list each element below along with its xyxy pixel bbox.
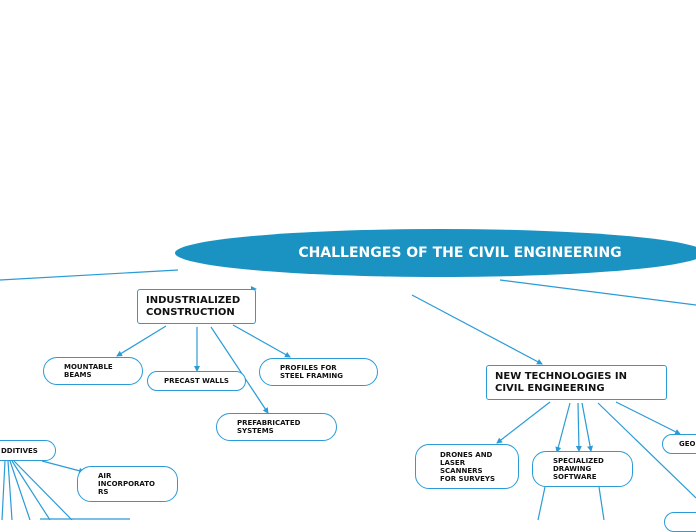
connector-right-offscreen	[499, 279, 696, 306]
connector-additives-down-1	[1, 460, 6, 520]
node-label-line: DRONES AND	[440, 450, 493, 459]
prefabricated-systems-node[interactable]: PREFABRICATED SYSTEMS	[216, 413, 337, 441]
air-incorporators-node[interactable]: AIR INCORPORATO RS	[77, 466, 178, 502]
connector-layer	[0, 269, 696, 520]
precast-walls-node[interactable]: PRECAST WALLS	[147, 371, 246, 391]
drones-laser-scanners-node[interactable]: DRONES AND LASER SCANNERS FOR SURVEYS	[415, 444, 519, 489]
node-label-line: MOUNTABLE	[64, 363, 113, 371]
connector-ind-profiles	[232, 324, 291, 358]
connector-additives-down-4	[11, 460, 51, 520]
node-label-line: PROFILES FOR	[280, 364, 337, 372]
geo-node[interactable]: GEO	[662, 434, 696, 454]
node-label-line: CONSTRUCTION	[146, 306, 235, 318]
connector-additives-air	[41, 460, 85, 474]
connector-tech-software-1	[555, 402, 571, 453]
node-label-line: NEW TECHNOLOGIES IN	[495, 370, 627, 382]
node-label-line: INCORPORATO	[98, 480, 156, 488]
node-label-line: GEO	[679, 440, 696, 448]
offscreen-node-bottom-right[interactable]	[664, 512, 696, 532]
node-label-line: FOR SURVEYS	[440, 474, 495, 483]
node-label-line: SPECIALIZED	[553, 457, 604, 465]
node-label-line: BEAMS	[64, 371, 92, 379]
connector-ind-prefab	[210, 326, 269, 414]
profiles-steel-framing-node[interactable]: PROFILES FOR STEEL FRAMING	[259, 358, 378, 386]
node-label-line: LASER	[440, 458, 466, 467]
connector-software-down-1	[537, 486, 546, 520]
mountable-beams-node[interactable]: MOUNTABLE BEAMS	[43, 357, 143, 385]
node-label-line: CIVIL ENGINEERING	[495, 382, 605, 394]
node-label-line: DDITIVES	[1, 446, 38, 455]
connector-central-newtech	[411, 294, 543, 365]
central-topic-label: CHALLENGES OF THE CIVIL ENGINEERING	[298, 245, 622, 261]
node-label-line: SYSTEMS	[237, 427, 274, 435]
node-label-line: SOFTWARE	[553, 473, 597, 481]
node-label-line: AIR	[98, 472, 112, 480]
connector-tech-drones	[496, 401, 551, 444]
node-label-line: INDUSTRIALIZED	[146, 294, 241, 306]
node-label-line: RS	[98, 488, 109, 496]
node-label-line: PREFABRICATED	[237, 419, 301, 427]
connector-left-offscreen	[0, 269, 179, 281]
connector-additives-down-2	[7, 460, 13, 520]
connector-tech-software-3	[581, 402, 594, 452]
node-label-line: SCANNERS	[440, 466, 483, 475]
connector-tech-software-2	[575, 402, 582, 452]
central-topic[interactable]: CHALLENGES OF THE CIVIL ENGINEERING	[175, 229, 696, 277]
new-technologies-node[interactable]: NEW TECHNOLOGIES IN CIVIL ENGINEERING	[486, 365, 667, 400]
additives-node[interactable]: DDITIVES	[0, 440, 56, 461]
connector-software-down-2	[598, 486, 605, 520]
node-label-line: DRAWING	[553, 465, 592, 473]
connector-additives-down-5	[13, 460, 73, 520]
connector-ind-mountable	[116, 325, 167, 357]
connector-tech-offscreen	[597, 402, 696, 499]
industrialized-construction-node[interactable]: INDUSTRIALIZED CONSTRUCTION	[137, 289, 256, 324]
specialized-drawing-software-node[interactable]: SPECIALIZED DRAWING SOFTWARE	[532, 451, 633, 487]
node-label-line: PRECAST WALLS	[164, 377, 229, 385]
connector-tech-geo	[615, 401, 681, 435]
connector-additives-down-3	[9, 460, 31, 520]
node-label-line: STEEL FRAMING	[280, 372, 344, 380]
